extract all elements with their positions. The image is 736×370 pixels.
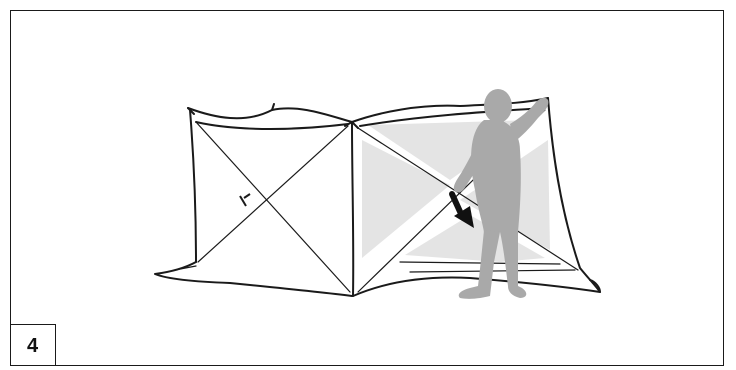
tent-cross-bracing	[174, 109, 579, 293]
hub-toggle	[239, 193, 251, 207]
tent-outline	[154, 97, 601, 297]
arrow-down-right-icon	[449, 191, 474, 228]
person-silhouette-icon	[453, 89, 549, 299]
step-number-box: 4	[10, 324, 56, 366]
step-number: 4	[26, 334, 39, 357]
